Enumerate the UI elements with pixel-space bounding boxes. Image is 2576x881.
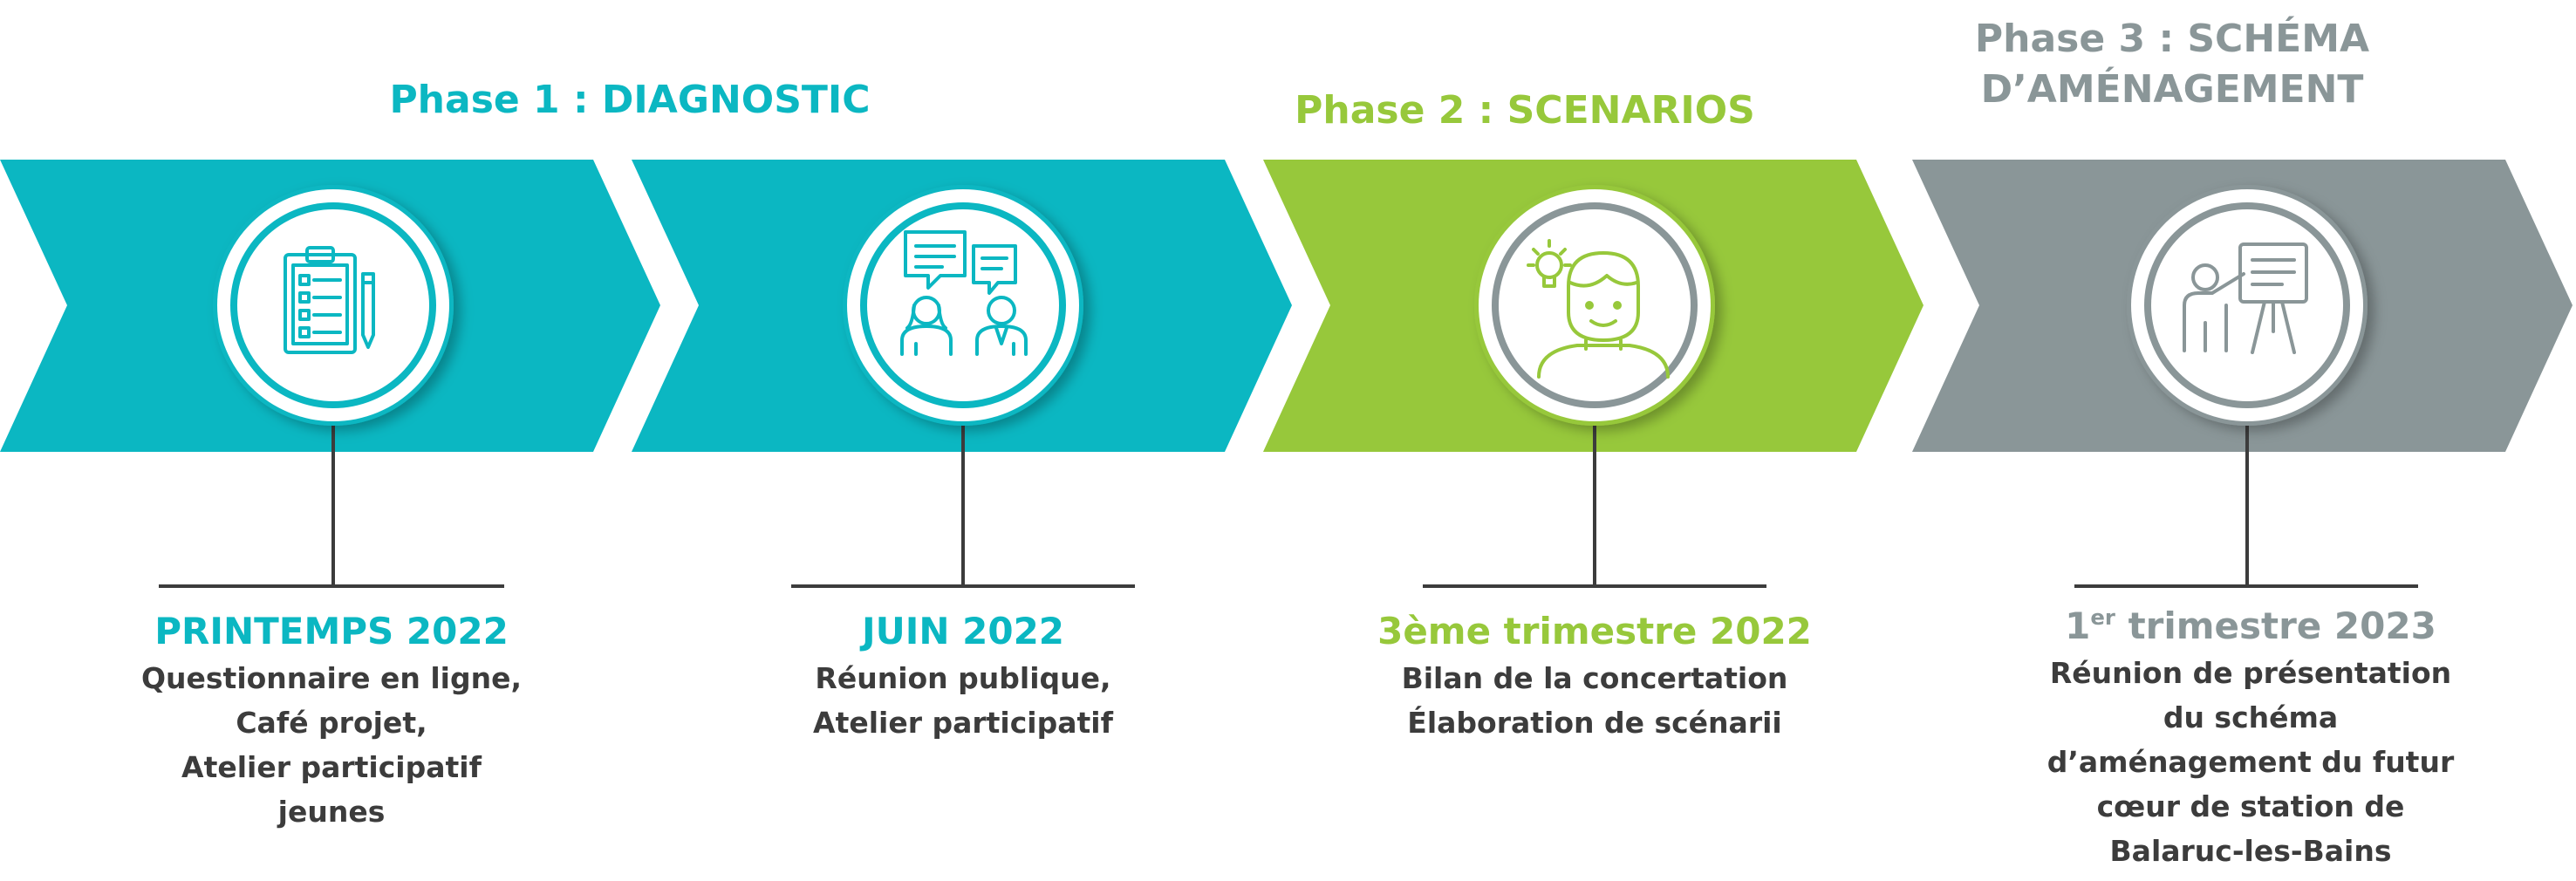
milestone-1-desc-line: Café projet, <box>236 706 427 740</box>
clipboard-checklist-icon <box>284 246 375 354</box>
milestone-2-desc-line: Atelier participatif <box>813 706 1113 740</box>
person-lightbulb-idea-icon <box>1527 239 1670 379</box>
milestone-4-desc-line: Balaruc-les-Bains <box>2109 834 2392 868</box>
milestone-4-date: 1er trimestre 2023 <box>2006 602 2495 651</box>
milestone-2-desc-line: Réunion publique, <box>815 661 1111 695</box>
milestone-1-desc-line: Atelier participatif <box>181 750 482 784</box>
milestone-4-desc-line: Réunion de présentation <box>2049 656 2452 690</box>
badge-3 <box>1474 185 1715 426</box>
milestone-2: JUIN 2022 Réunion publique, Atelier part… <box>736 607 1190 745</box>
milestone-4-description: Réunion de présentation du schéma d’amén… <box>2006 651 2495 873</box>
milestone-4-date-ordinal: er <box>2090 604 2115 630</box>
milestone-4-desc-line: du schéma <box>2163 700 2339 734</box>
milestone-1-desc-line: jeunes <box>277 795 386 829</box>
milestone-1-date: PRINTEMPS 2022 <box>154 610 509 652</box>
milestone-3-description: Bilan de la concertation Élaboration de … <box>1350 656 1839 745</box>
phase-3-title-line-2: D’AMÉNAGEMENT <box>1980 67 2364 112</box>
milestone-2-description: Réunion publique, Atelier participatif <box>736 656 1190 745</box>
milestone-3: 3ème trimestre 2022 Bilan de la concerta… <box>1350 607 1839 745</box>
milestone-1-description: Questionnaire en ligne, Café projet, Ate… <box>105 656 558 834</box>
badge-1 <box>213 185 454 426</box>
milestone-1: PRINTEMPS 2022 Questionnaire en ligne, C… <box>105 607 558 834</box>
phase-3-title: Phase 3 : SCHÉMA D’AMÉNAGEMENT <box>1884 14 2460 115</box>
phase-3-title-line-1: Phase 3 : SCHÉMA <box>1974 17 2370 61</box>
public-meeting-chat-icon <box>900 230 1028 356</box>
milestone-2-date: JUIN 2022 <box>861 610 1065 652</box>
milestone-4-date-rest: trimestre 2023 <box>2115 604 2436 647</box>
milestone-3-desc-line: Élaboration de scénarii <box>1407 706 1782 740</box>
milestone-4-desc-line: d’aménagement du futur <box>2046 745 2455 779</box>
presenter-whiteboard-icon <box>2183 242 2308 354</box>
badge-4 <box>2127 185 2368 426</box>
milestone-4-date-number: 1 <box>2065 604 2091 647</box>
milestone-3-desc-line: Bilan de la concertation <box>1401 661 1788 695</box>
milestone-1-desc-line: Questionnaire en ligne, <box>140 661 523 695</box>
milestone-3-date: 3ème trimestre 2022 <box>1377 610 1812 652</box>
milestone-4: 1er trimestre 2023 Réunion de présentati… <box>2006 602 2495 873</box>
badge-2 <box>843 185 1083 426</box>
phase-1-title: Phase 1 : DIAGNOSTIC <box>389 78 871 122</box>
phase-2-title: Phase 2 : SCENARIOS <box>1295 88 1755 133</box>
milestone-4-desc-line: cœur de station de <box>2096 789 2405 823</box>
